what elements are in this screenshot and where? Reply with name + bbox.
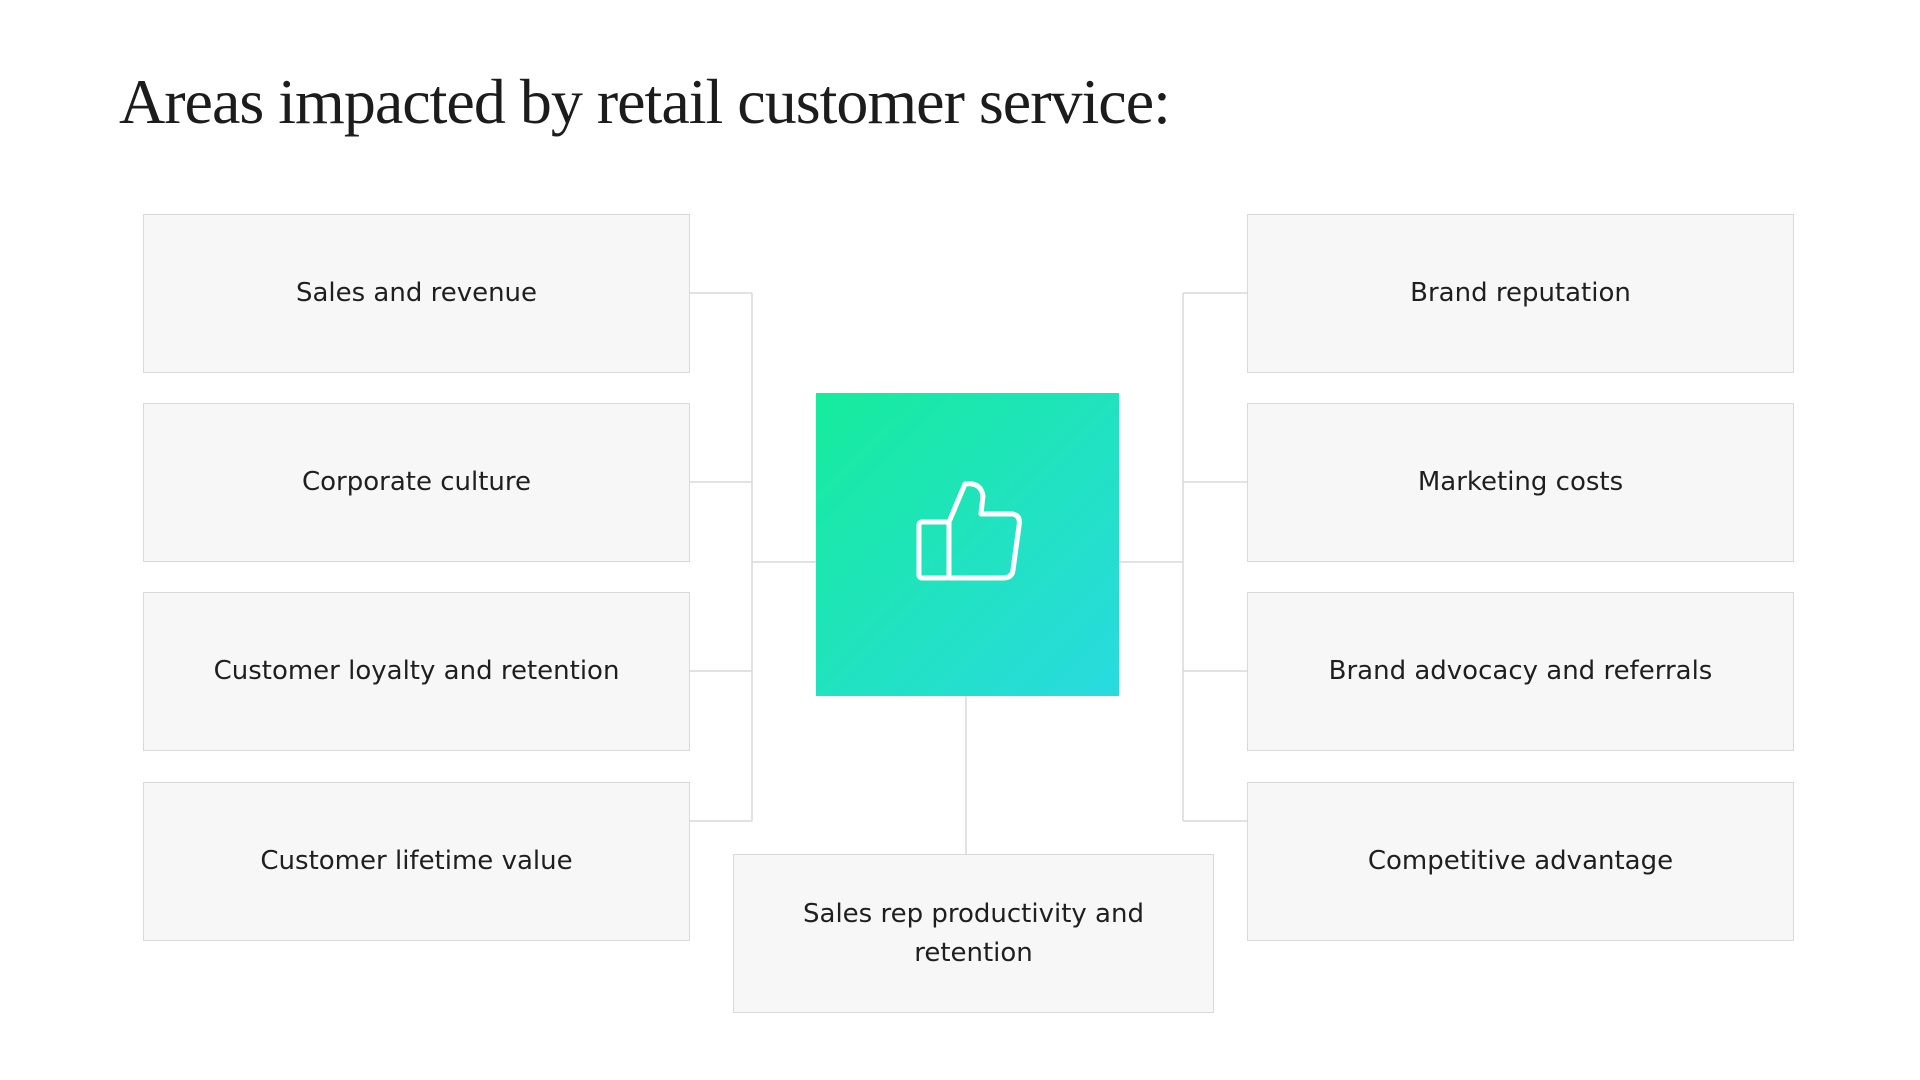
area-box-competitive-advantage: Competitive advantage: [1247, 782, 1794, 941]
area-box-customer-lifetime-value: Customer lifetime value: [143, 782, 690, 941]
area-label: Sales and revenue: [295, 278, 538, 308]
area-label: Brand reputation: [1410, 278, 1631, 308]
area-label: Corporate culture: [301, 467, 532, 497]
area-box-sales-and-revenue: Sales and revenue: [143, 214, 690, 373]
area-label: Competitive advantage: [1367, 846, 1674, 876]
area-label: Customer loyalty and retention: [213, 656, 620, 686]
area-box-sales-rep-productivity: Sales rep productivity and retention: [733, 854, 1214, 1013]
area-box-brand-advocacy: Brand advocacy and referrals: [1247, 592, 1794, 751]
thumbs-up-icon: [916, 480, 1022, 580]
area-label: Marketing costs: [1417, 467, 1624, 497]
page-title: Areas impacted by retail customer servic…: [119, 66, 1171, 137]
area-box-corporate-culture: Corporate culture: [143, 403, 690, 562]
area-label: Sales rep productivity and retention: [803, 898, 1144, 968]
area-box-brand-reputation: Brand reputation: [1247, 214, 1794, 373]
area-box-marketing-costs: Marketing costs: [1247, 403, 1794, 562]
area-box-customer-loyalty: Customer loyalty and retention: [143, 592, 690, 751]
area-label: Customer lifetime value: [260, 846, 573, 876]
area-label: Brand advocacy and referrals: [1328, 656, 1713, 686]
hub-tile: [816, 393, 1119, 696]
